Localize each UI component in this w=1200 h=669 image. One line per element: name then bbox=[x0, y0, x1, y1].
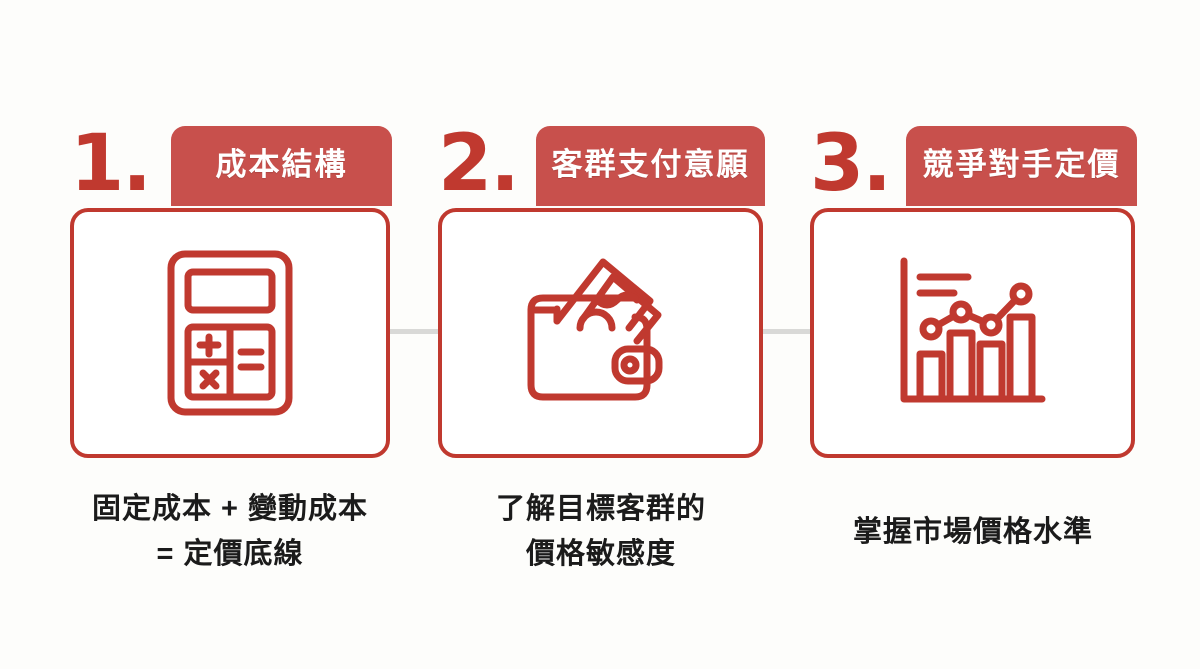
step-1-title: 成本結構 bbox=[215, 146, 348, 182]
step-1-caption-line-1: 固定成本 + 變動成本 bbox=[91, 493, 369, 525]
step-2-caption: 了解目標客群的 價格敏感度 bbox=[440, 487, 762, 577]
step-2-caption-line-1: 了解目標客群的 bbox=[495, 493, 706, 525]
step-3-number: 3. bbox=[810, 119, 892, 209]
step-1-title-banner: 成本結構 bbox=[171, 126, 392, 206]
step-card-3[interactable]: 競爭對手定價 3. bbox=[810, 119, 1137, 458]
step-3-caption-line-1: 掌握市場價格水準 bbox=[852, 516, 1093, 548]
step-3-caption: 掌握市場價格水準 bbox=[790, 510, 1156, 555]
step-2-number: 2. bbox=[438, 119, 520, 209]
wallet-with-cash-icon bbox=[517, 253, 685, 413]
bar-chart-trend-icon bbox=[892, 255, 1054, 411]
step-2-header: 客群支付意願 2. bbox=[438, 119, 765, 212]
step-1-number: 1. bbox=[70, 119, 152, 209]
connector-line-step2-step3 bbox=[755, 329, 813, 334]
step-3-title-banner: 競爭對手定價 bbox=[906, 126, 1137, 206]
step-2-caption-line-2: 價格敏感度 bbox=[525, 538, 676, 570]
step-2-title: 客群支付意願 bbox=[551, 146, 750, 182]
step-2-icon-box bbox=[438, 208, 763, 458]
step-card-1[interactable]: 成本結構 1. bbox=[70, 119, 392, 458]
calculator-icon bbox=[166, 249, 294, 417]
step-1-header: 成本結構 1. bbox=[70, 119, 392, 212]
step-1-icon-box bbox=[70, 208, 390, 458]
step-2-title-banner: 客群支付意願 bbox=[536, 126, 765, 206]
step-3-icon-box bbox=[810, 208, 1135, 458]
step-3-header: 競爭對手定價 3. bbox=[810, 119, 1137, 212]
step-3-title: 競爭對手定價 bbox=[922, 146, 1121, 182]
connector-line-step1-step2 bbox=[383, 329, 441, 334]
step-1-caption-line-2: = 定價底線 bbox=[156, 538, 304, 570]
step-1-caption: 固定成本 + 變動成本 = 定價底線 bbox=[40, 487, 420, 577]
step-card-2[interactable]: 客群支付意願 2. bbox=[438, 119, 765, 458]
